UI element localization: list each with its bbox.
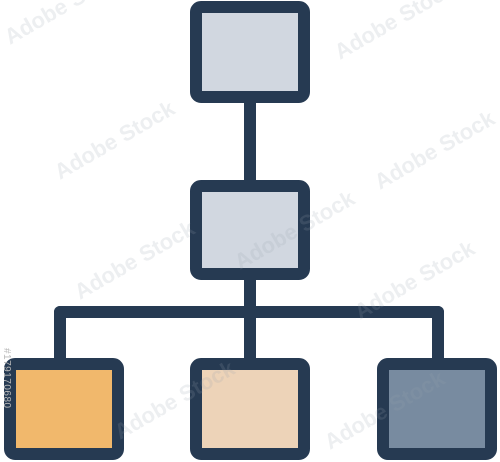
node-left [4, 358, 124, 460]
watermark-id: #179170680 [0, 348, 14, 458]
watermark-text-6: Adobe Stock [70, 215, 200, 304]
watermark-text-4: Adobe Stock [370, 105, 500, 194]
nodes [4, 1, 497, 460]
node-top [190, 1, 310, 103]
node-middle [190, 180, 310, 280]
watermark-id-text: #179170680 [1, 348, 12, 409]
watermark-text-1: Adobe Stock [0, 0, 130, 49]
node-center [190, 358, 310, 460]
watermark-text-3: Adobe Stock [50, 95, 180, 184]
watermark-text-2: Adobe Stock [330, 0, 460, 64]
node-right [377, 358, 497, 460]
